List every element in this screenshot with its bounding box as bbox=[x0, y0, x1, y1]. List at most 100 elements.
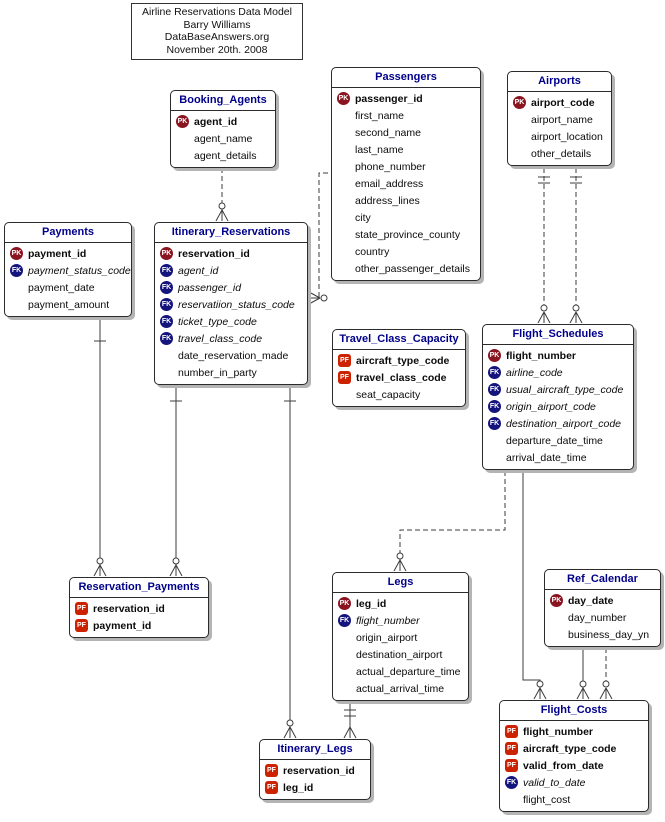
crow-foot-airports-to-flight-schedules-destination bbox=[569, 311, 577, 324]
attribute-name: flight_number bbox=[523, 725, 593, 738]
no-key-spacer bbox=[176, 132, 189, 145]
attribute-row: seat_capacity bbox=[333, 386, 465, 403]
attribute-row: agent_name bbox=[171, 130, 275, 147]
attribute-row: state_province_county bbox=[332, 226, 480, 243]
fk-key-icon: FK bbox=[10, 264, 23, 277]
attribute-name: other_passenger_details bbox=[355, 262, 470, 275]
attribute-name: airline_code bbox=[506, 366, 563, 379]
pf-key-icon: PF bbox=[75, 602, 88, 615]
diagram-date: November 20th. 2008 bbox=[166, 43, 268, 56]
no-key-spacer bbox=[10, 298, 23, 311]
attribute-name: arrival_date_time bbox=[506, 451, 587, 464]
pf-key-icon: PF bbox=[75, 619, 88, 632]
attribute-name: payment_date bbox=[28, 281, 95, 294]
attribute-name: seat_capacity bbox=[356, 388, 421, 401]
attribute-name: payment_id bbox=[28, 247, 87, 260]
pf-key-icon: PF bbox=[265, 781, 278, 794]
attribute-name: airport_name bbox=[531, 113, 593, 126]
attribute-name: first_name bbox=[355, 109, 405, 122]
attribute-name: aircraft_type_code bbox=[523, 742, 617, 755]
crow-foot-passengers-to-itinerary-reservations bbox=[308, 297, 321, 305]
no-key-spacer bbox=[337, 109, 350, 122]
no-key-spacer bbox=[160, 349, 173, 362]
crow-foot-itinerary-reservations-to-reservation-payments bbox=[169, 564, 177, 577]
no-key-spacer bbox=[337, 262, 350, 275]
attribute-name: aircraft_type_code bbox=[356, 354, 450, 367]
attribute-name: ticket_type_code bbox=[178, 315, 257, 328]
connector-flight-schedules-to-legs bbox=[399, 463, 506, 571]
crow-foot-airports-to-flight-schedules-origin bbox=[537, 311, 545, 324]
optionality-circle-airports-to-flight-schedules-origin bbox=[540, 304, 548, 312]
attribute-name: day_number bbox=[568, 611, 627, 624]
attribute-row: country bbox=[332, 243, 480, 260]
attribute-name: destination_airport bbox=[356, 648, 443, 661]
attribute-row: other_passenger_details bbox=[332, 260, 480, 277]
attribute-row: business_day_yn bbox=[545, 626, 660, 643]
pk-key-icon: PK bbox=[488, 349, 501, 362]
attribute-name: country bbox=[355, 245, 390, 258]
attribute-name: reservation_id bbox=[283, 764, 355, 777]
attribute-name: actual_arrival_time bbox=[356, 682, 445, 695]
optionality-circle-airports-to-flight-schedules-destination bbox=[572, 304, 580, 312]
no-key-spacer bbox=[337, 194, 350, 207]
attribute-name: number_in_party bbox=[178, 366, 257, 379]
attribute-name: payment_status_code bbox=[28, 264, 131, 277]
attribute-name: business_day_yn bbox=[568, 628, 650, 641]
attribute-name: flight_cost bbox=[523, 793, 571, 806]
no-key-spacer bbox=[337, 126, 350, 139]
attribute-row: actual_arrival_time bbox=[333, 680, 468, 697]
pk-key-icon: PK bbox=[10, 247, 23, 260]
fk-key-icon: FK bbox=[160, 298, 173, 311]
attribute-row: flight_cost bbox=[500, 791, 648, 808]
attribute-name: travel_class_code bbox=[178, 332, 263, 345]
entity-title: Itinerary_Legs bbox=[260, 740, 370, 760]
attribute-name: valid_to_date bbox=[523, 776, 586, 789]
crow-foot-itinerary-reservations-to-reservation-payments bbox=[175, 564, 183, 577]
optionality-circle-ref-calendar-to-flight-costs-valid-from bbox=[579, 680, 587, 688]
attribute-row: airport_name bbox=[508, 111, 611, 128]
attribute-name: last_name bbox=[355, 143, 404, 156]
attribute-name: agent_details bbox=[194, 149, 257, 162]
optionality-circle-payments-to-reservation-payments bbox=[96, 557, 104, 565]
attribute-name: phone_number bbox=[355, 160, 426, 173]
attribute-row: airport_location bbox=[508, 128, 611, 145]
attribute-name: departure_date_time bbox=[506, 434, 603, 447]
attribute-name: second_name bbox=[355, 126, 421, 139]
no-key-spacer bbox=[10, 281, 23, 294]
pk-key-icon: PK bbox=[513, 96, 526, 109]
attribute-name: agent_id bbox=[178, 264, 219, 277]
attribute-name: payment_id bbox=[93, 619, 152, 632]
entity-title: Passengers bbox=[332, 68, 480, 88]
no-key-spacer bbox=[338, 631, 351, 644]
attribute-row: departure_date_time bbox=[483, 432, 633, 449]
entity-title: Airports bbox=[508, 72, 611, 92]
